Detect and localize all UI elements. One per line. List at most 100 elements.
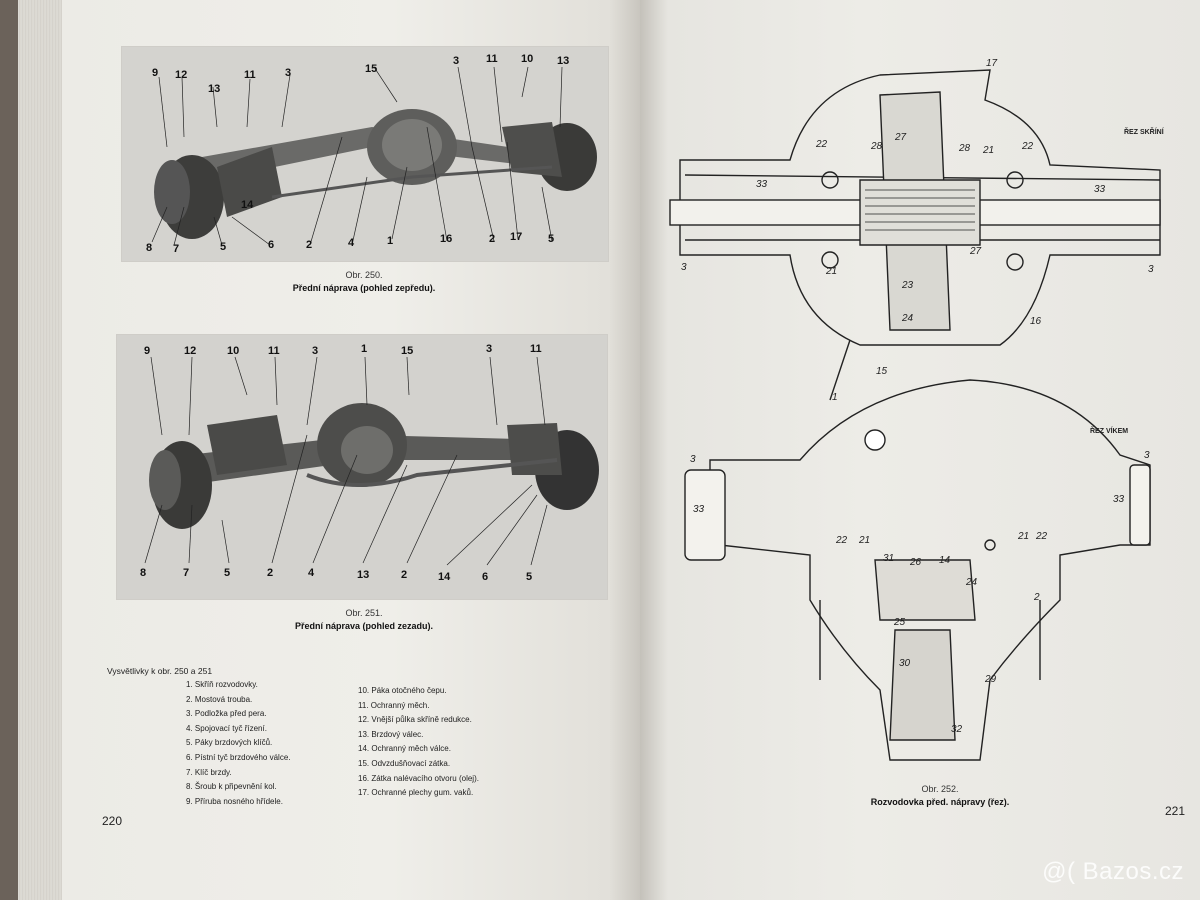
- part-number: 26: [910, 557, 922, 568]
- callout-label: 5: [220, 241, 227, 253]
- callout-label: 6: [482, 571, 489, 583]
- legend-item: 9. Příruba nosného hřídele.: [186, 796, 283, 806]
- figure-title: Rozvodovka před. nápravy (řez).: [870, 797, 1010, 807]
- part-number: 25: [894, 617, 906, 628]
- callout-label: 9: [144, 345, 151, 357]
- part-number: 1: [832, 392, 838, 403]
- callout-label: 13: [557, 55, 570, 67]
- callout-label: 5: [526, 571, 533, 583]
- legend-item: 3. Podložka před pera.: [186, 709, 267, 719]
- right-page: 17 ŘEZ SKŘÍNÍ 22 28 27 28 21 22 33 33 3 …: [640, 0, 1200, 900]
- callout-label: 14: [241, 199, 254, 211]
- part-number: 24: [966, 577, 978, 588]
- part-number: 33: [1094, 184, 1106, 195]
- callout-label: 12: [184, 345, 197, 357]
- callout-label: 15: [365, 63, 378, 75]
- callout-label: 11: [268, 345, 280, 357]
- callout-label: 17: [510, 231, 523, 243]
- figure-252-caption: Obr. 252. Rozvodovka před. nápravy (řez)…: [830, 784, 1050, 807]
- callout-label: 7: [173, 243, 180, 255]
- callout-label: 12: [175, 69, 188, 81]
- watermark: @( Bazos.cz: [1042, 858, 1184, 885]
- part-number: 3: [1144, 450, 1150, 461]
- legend-item: 13. Brzdový válec.: [358, 729, 424, 739]
- legend-item: 4. Spojovací tyč řízení.: [186, 723, 267, 733]
- figure-250-caption: Obr. 250. Přední náprava (pohled zepředu…: [218, 270, 510, 293]
- figure-title: Přední náprava (pohled zezadu).: [294, 621, 434, 631]
- part-number: 3: [1148, 264, 1154, 275]
- callout-label: 5: [224, 567, 231, 579]
- legend-item: 10. Páka otočného čepu.: [358, 686, 447, 695]
- part-number: 22: [836, 535, 848, 546]
- part-number: 33: [756, 179, 768, 190]
- legend-item: 16. Zátka nalévacího otvoru (olej).: [358, 773, 479, 783]
- part-number: 30: [899, 658, 911, 669]
- part-number: 17: [986, 58, 998, 69]
- legend-item: 12. Vnější půlka skříně redukce.: [358, 715, 472, 725]
- part-number: 23: [902, 280, 914, 291]
- legend-item: 5. Páky brzdových klíčů.: [186, 738, 273, 748]
- callout-label: 9: [152, 67, 159, 79]
- page-number: 221: [1165, 804, 1186, 818]
- part-number: 22: [816, 139, 828, 150]
- callout-label: 7: [183, 567, 190, 579]
- callout-label: 11: [244, 69, 256, 81]
- part-number: 22: [1022, 141, 1034, 152]
- front-axle-drawing: [122, 47, 608, 261]
- callout-label: 3: [453, 55, 460, 67]
- part-number: 29: [985, 674, 997, 685]
- part-number: 2: [1034, 592, 1040, 603]
- legend-item: 14. Ochranný měch válce.: [358, 744, 451, 754]
- figure-title: Přední náprava (pohled zepředu).: [292, 283, 436, 293]
- callout-label: 2: [306, 239, 313, 251]
- callout-label: 8: [146, 242, 153, 254]
- figure-number: Obr. 251.: [345, 608, 383, 618]
- callout-label: 2: [489, 233, 496, 245]
- part-number: 15: [876, 366, 888, 377]
- part-number: 21: [826, 266, 838, 277]
- legend-item: 8. Šroub k připevnění kol.: [186, 782, 277, 792]
- rear-axle-drawing: [117, 335, 607, 599]
- part-number: 21: [983, 145, 995, 156]
- callout-label: 1: [387, 235, 394, 247]
- legend-item: 17. Ochranné plechy gum. vaků.: [358, 788, 474, 798]
- callout-label: 3: [486, 343, 493, 355]
- part-number: 16: [1030, 316, 1042, 327]
- page-number: 220: [102, 814, 123, 828]
- part-number: 31: [883, 553, 895, 564]
- part-number: 3: [681, 262, 687, 273]
- legend-title: Vysvětlivky k obr. 250 a 251: [107, 666, 213, 676]
- callout-label: 8: [140, 567, 147, 579]
- part-number: 27: [970, 246, 982, 257]
- part-number: 3: [690, 454, 696, 465]
- part-number: 28: [959, 143, 971, 154]
- callout-label: 15: [401, 345, 414, 357]
- section-label: ŘEZ SKŘÍNÍ: [1124, 129, 1164, 136]
- callout-label: 4: [308, 567, 315, 579]
- part-number: 32: [951, 724, 963, 735]
- left-page: 9 12 13 11 3 15 3 11 10 13 14 8 7 5 6 2 …: [18, 0, 640, 900]
- legend-item: 6. Pístní tyč brzdového válce.: [186, 752, 291, 762]
- callout-label: 3: [285, 67, 292, 79]
- legend-column-2: 10. Páka otočného čepu. 11. Ochranný měc…: [358, 684, 479, 801]
- callout-label: 10: [227, 345, 240, 357]
- callout-label: 3: [312, 345, 319, 357]
- legend-item: 2. Mostová trouba.: [186, 694, 253, 704]
- figure-251-caption: Obr. 251. Přední náprava (pohled zezadu)…: [218, 608, 510, 631]
- callout-label: 2: [401, 569, 408, 581]
- callout-label: 11: [486, 53, 498, 65]
- callout-label: 11: [530, 343, 542, 355]
- callout-label: 5: [548, 233, 555, 245]
- section-label: ŘEZ VÍKEM: [1090, 428, 1129, 435]
- legend-item: 1. Skříň rozvodovky.: [186, 680, 258, 689]
- legend-item: 11. Ochranný měch.: [358, 700, 430, 710]
- figure-number: Obr. 250.: [345, 270, 383, 280]
- legend-item: 7. Klíč brzdy.: [186, 767, 232, 777]
- axle-photo-rear: 9 12 10 11 3 1 15 3 11 8 7 5 2 4 13 2 14…: [116, 334, 608, 600]
- legend-item: 15. Odvzdušňovací zátka.: [358, 758, 451, 768]
- part-number: 24: [902, 313, 914, 324]
- axle-photo-front: 9 12 13 11 3 15 3 11 10 13 14 8 7 5 6 2 …: [121, 46, 609, 262]
- part-number: 21: [859, 535, 871, 546]
- part-number: 22: [1036, 531, 1048, 542]
